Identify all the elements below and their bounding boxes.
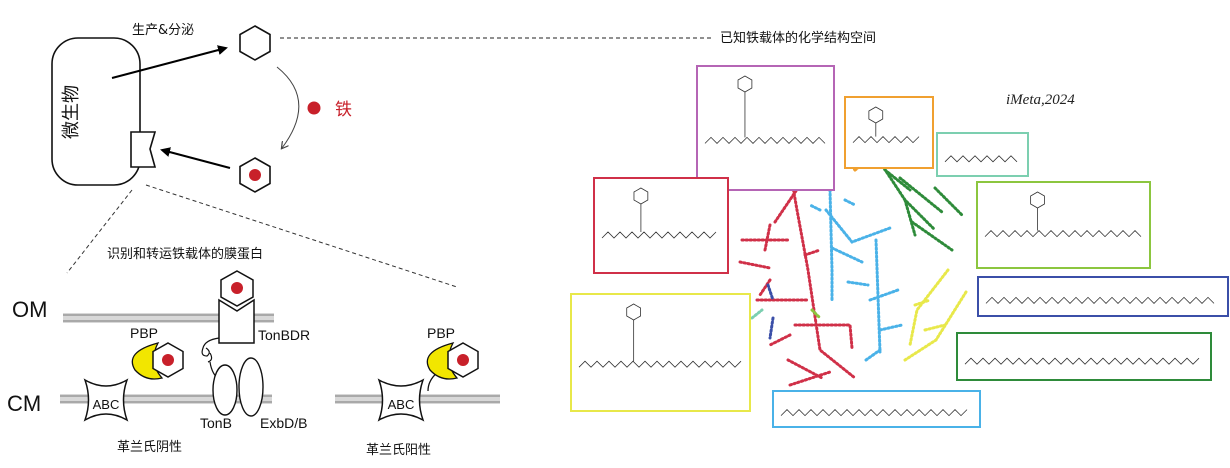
chemical-structure-drawing — [704, 136, 826, 144]
chemical-structure-drawing — [985, 296, 1215, 304]
tonb-label: TonB — [200, 415, 232, 431]
cluster-branch-light-blue — [808, 203, 822, 212]
structure-box-orange — [844, 96, 934, 169]
chelation-arc-arrow — [276, 66, 300, 148]
abc-label-positive: ABC — [388, 397, 415, 412]
pbp-siderophore-positive-icon — [426, 341, 479, 380]
microbe-label: 微生物 — [61, 85, 82, 139]
abc-transporter-positive — [377, 378, 425, 422]
cluster-branch-red — [768, 333, 792, 347]
chemical-structure-drawing — [601, 231, 717, 239]
abc-label-negative: ABC — [93, 397, 120, 412]
secretion-arrow — [111, 45, 228, 79]
chemical-structure-drawing — [578, 360, 742, 368]
cluster-branch-red — [773, 183, 802, 224]
structure-box-light-blue — [772, 390, 981, 428]
cluster-branch-light-blue — [846, 280, 870, 287]
cluster-branch-yellow — [908, 268, 950, 347]
chemical-structure-drawing — [944, 155, 1018, 163]
cluster-branch-yellow — [903, 290, 968, 362]
cm-label: CM — [7, 391, 41, 416]
produce-secrete-label: 生产&分泌 — [132, 23, 194, 38]
cluster-branch-red — [738, 260, 772, 270]
cluster-branch-blue — [766, 283, 775, 302]
pbp-label-negative: PBP — [130, 325, 158, 341]
cluster-branch-red — [788, 168, 857, 380]
cluster-branch-dark-green — [898, 176, 944, 214]
abc-transporter-negative — [83, 378, 129, 422]
cluster-branch-light-blue — [830, 246, 864, 264]
cluster-branch-blue — [768, 316, 775, 340]
cluster-branch-yellow — [923, 323, 947, 332]
structure-boxes — [570, 65, 1229, 428]
chemical-structure-drawing — [984, 230, 1142, 238]
exbdb-label: ExbD/B — [260, 415, 307, 431]
tonb-protein — [212, 364, 238, 416]
cluster-branch-red — [763, 223, 772, 252]
microbe-cell — [51, 37, 141, 186]
cluster-branch-teal — [750, 308, 764, 320]
cluster-branch-red — [788, 370, 832, 387]
structure-box-red — [593, 177, 729, 274]
pbp-siderophore-negative-icon — [131, 341, 184, 380]
structure-box-blue — [977, 276, 1229, 317]
cluster-branch-light-blue — [864, 348, 882, 362]
chemical-space-title: 已知铁载体的化学结构空间 — [720, 30, 876, 46]
cluster-branch-dark-green — [903, 198, 917, 237]
cluster-branch-light-blue — [824, 208, 892, 244]
structure-box-dark-green — [956, 332, 1212, 381]
om-label: OM — [12, 297, 47, 322]
zoom-dash-right — [145, 184, 458, 288]
cluster-branch-yellow — [913, 298, 932, 307]
gram-negative-label: 革兰氏阴性 — [117, 440, 182, 455]
chemical-structure-drawing — [780, 409, 968, 417]
gram-positive-label: 革兰氏阳性 — [366, 443, 431, 458]
chemical-space-tree — [738, 158, 968, 387]
tonbdr-label: TonBDR — [258, 327, 310, 343]
structure-box-teal — [936, 132, 1029, 177]
tonbdr-receptor-icon — [218, 270, 255, 344]
cluster-branch-red — [803, 248, 822, 257]
exbdb-protein — [238, 357, 264, 417]
membrane-proteins-title: 识别和转运铁载体的膜蛋白 — [107, 246, 263, 262]
cluster-branch-dark-green — [883, 168, 912, 192]
structure-box-yellow — [570, 293, 751, 412]
cluster-branch-light-blue — [868, 288, 900, 302]
receptor-icon — [130, 131, 157, 168]
uptake-arrow — [160, 147, 231, 169]
structure-box-purple — [696, 65, 835, 191]
cluster-branch-red — [758, 278, 772, 297]
cluster-branch-light-blue — [828, 188, 834, 302]
cluster-branch-dark-green — [910, 220, 954, 252]
structure-box-lime — [976, 181, 1151, 269]
cluster-branch-lime — [810, 308, 822, 320]
cluster-branch-dark-green — [933, 186, 964, 217]
cluster-branch-light-blue — [843, 198, 857, 207]
cluster-branch-light-blue — [878, 323, 904, 332]
iron-label: 铁 — [335, 100, 352, 120]
iron-bound-siderophore-icon — [239, 157, 271, 193]
siderophore-hexagon-icon — [239, 25, 271, 61]
cluster-branch-red — [793, 323, 854, 350]
iron-dot-icon — [307, 101, 321, 115]
pbp-label-positive: PBP — [427, 325, 455, 341]
citation: iMeta,2024 — [1006, 92, 1075, 108]
chemical-structure-drawing — [964, 357, 1200, 365]
chemical-structure-drawing — [852, 136, 920, 144]
zoom-dash-left — [66, 189, 133, 274]
